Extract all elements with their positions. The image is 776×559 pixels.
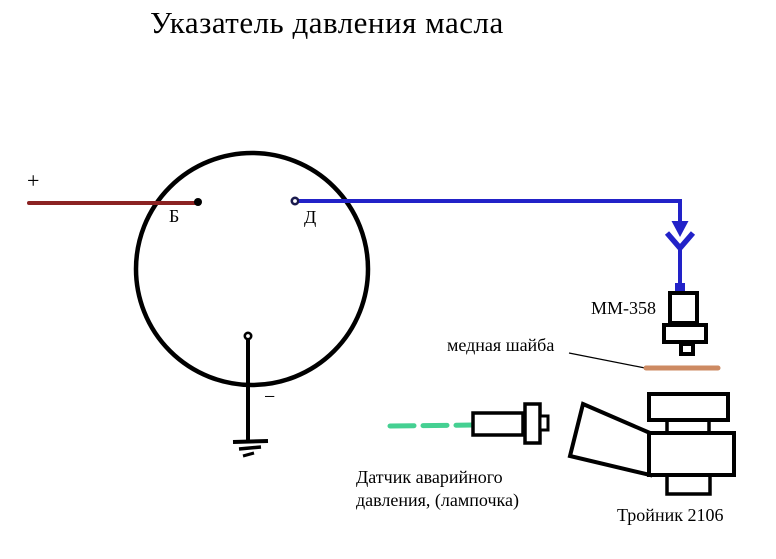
emergency-sensor-wire [387,422,476,429]
terminal-b-dot [194,198,202,206]
emergency-sensor-label: Датчик аварийного давления, (лампочка) [356,466,541,512]
signal-wire-terminal [675,283,685,293]
terminal-b-label: Б [169,206,180,226]
copper-washer-label: медная шайба [447,335,555,355]
mm358-sensor-label: ММ-358 [591,298,657,318]
gauge-circle [133,150,371,388]
diagram-title: Указатель давления масла [150,5,504,40]
terminal-d-label: Д [304,207,317,227]
emergency-sensor-nipple [538,414,550,432]
plus-terminal-label: + [27,168,40,193]
minus-terminal-label: − [264,386,276,408]
emergency-sensor-body [471,411,525,437]
mm358-sensor-thread [679,342,695,356]
flow-chevron-icon [664,231,696,253]
tee-fitting-label: Тройник 2106 [617,505,724,525]
mm358-sensor-body [668,291,699,325]
copper-washer-pointer-line [568,352,646,369]
terminal-d-dot [290,196,300,206]
flow-arrowhead-icon [671,221,689,237]
tee-main-body [647,431,736,477]
ground-symbol-bar1 [232,439,269,444]
emergency-sensor-label-line1: Датчик аварийного [356,467,503,487]
emergency-sensor-flange [523,402,542,445]
tee-top-port [647,392,730,422]
ground-terminal-dot [243,331,253,341]
mm358-sensor-hex [662,323,708,344]
ground-symbol-bar3 [242,451,255,458]
tee-cone [567,401,652,478]
ground-symbol-bar2 [238,445,262,451]
signal-wire [299,199,682,226]
emergency-sensor-label-line2: давления, (лампочка) [356,490,519,510]
